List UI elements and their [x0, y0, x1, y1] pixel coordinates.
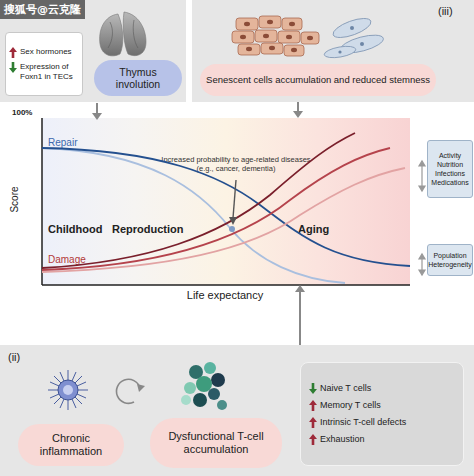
range-bracket-part	[419, 161, 425, 166]
node-text: (iii)	[438, 5, 453, 18]
increase-arrow	[309, 400, 317, 411]
flow-arrow	[293, 102, 303, 118]
node-text: Chronic inflammation	[28, 432, 114, 457]
decrease-arrow	[9, 62, 17, 73]
list-row: Intrinsic T-cell defects	[309, 417, 406, 428]
node-text: Exhaustion	[320, 434, 365, 444]
connector-line	[297, 102, 299, 111]
arrow-head	[293, 111, 303, 118]
node-text: Reproduction	[112, 223, 184, 236]
process-pill: Dysfunctional T-cell accumulation	[150, 418, 282, 468]
node-text: Damage	[48, 254, 86, 266]
list-row: Expression of Foxn1 in TECs	[9, 62, 79, 80]
range-bracket	[419, 161, 425, 275]
node-text: Activity Nutrition Infections Medication…	[429, 151, 471, 187]
range-bracket-part	[419, 270, 425, 275]
increase-arrow	[9, 47, 17, 58]
axis-title: Life expectancy	[160, 289, 290, 301]
node-text: Naive T cells	[320, 383, 371, 393]
process-pill: Thymus involution	[94, 60, 182, 96]
arrow-shape	[9, 62, 17, 73]
node-text: Senescent cells accumulation and reduced…	[206, 75, 430, 86]
factor-box: Sex hormonesExpression of Foxn1 in TECs	[5, 32, 83, 96]
arrow-shape	[309, 383, 317, 394]
node-text: Expression of Foxn1 in TECs	[20, 62, 79, 80]
list-row: Exhaustion	[309, 434, 365, 445]
panel: (ii) Chronic inflammation Dysfunctional T-…	[0, 345, 474, 476]
chart-plot: RepairChildhood Reproduction Increased pro…	[42, 118, 410, 285]
arrow-shape	[309, 400, 317, 411]
node-text: Intrinsic T-cell defects	[320, 417, 406, 427]
node-text: Increased probability to age-related dis…	[160, 156, 312, 173]
factor-box: Population Heterogeneity	[427, 244, 473, 276]
list-box: Naive T cellsMemory T cellsIntrinsic T-c…	[300, 362, 464, 466]
arrow-shape	[309, 434, 317, 445]
process-pill: Senescent cells accumulation and reduced…	[200, 64, 436, 96]
panel-background	[0, 0, 186, 102]
list-row: Memory T cells	[309, 400, 381, 411]
node-text: Aging	[298, 223, 329, 236]
axis-title: Score	[9, 180, 20, 220]
watermark: 搜狐号@云克隆	[0, 0, 85, 19]
chart-axes	[42, 118, 410, 285]
thymus-illustration	[100, 12, 146, 56]
node-text: Childhood	[48, 223, 102, 236]
thymus-illustration-part	[123, 12, 146, 56]
node-text: Population Heterogeneity	[428, 251, 472, 269]
node-text: (ii)	[8, 351, 20, 364]
range-bracket-part	[421, 257, 422, 272]
factor-box: Activity Nutrition Infections Medication…	[427, 140, 473, 198]
node-text: Sex hormones	[20, 47, 72, 56]
thymus-illustration-part	[100, 14, 123, 56]
arrow-shape	[9, 47, 17, 58]
increase-arrow	[309, 434, 317, 445]
flow-arrow	[295, 285, 305, 345]
node-text: Repair	[48, 137, 77, 149]
increase-arrow	[309, 417, 317, 428]
list-row: Naive T cells	[309, 383, 371, 394]
node-text: Thymus involution	[102, 66, 174, 90]
process-pill: Chronic inflammation	[18, 424, 124, 466]
node-text: Memory T cells	[320, 400, 381, 410]
thymus-illustration-part	[108, 20, 138, 48]
range-bracket-part	[419, 254, 425, 259]
range-bracket-part	[419, 186, 425, 191]
node-text: Dysfunctional T-cell accumulation	[160, 430, 272, 455]
decrease-arrow	[309, 383, 317, 394]
axis-tick: 100%	[12, 108, 32, 117]
arrow-shape	[309, 417, 317, 428]
arrow-down-part	[96, 103, 98, 113]
range-bracket-part	[421, 164, 422, 188]
list-row: Sex hormones	[9, 47, 72, 58]
panel: (iii) Senescent cells accumulation and re…	[192, 0, 474, 102]
connector-line	[299, 292, 301, 345]
arrow-head	[295, 285, 305, 292]
